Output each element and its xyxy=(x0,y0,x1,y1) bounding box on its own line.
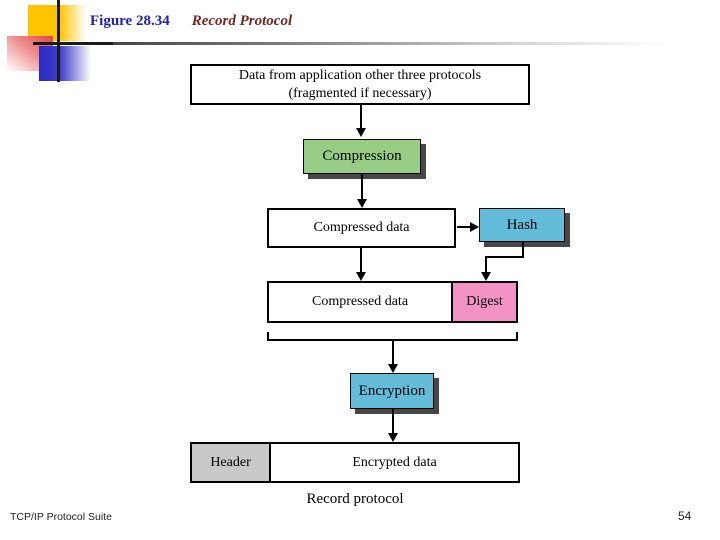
compressed-data2-label: Compressed data xyxy=(312,294,409,309)
compression-label: Compression xyxy=(322,148,402,164)
figure-label: Figure 28.34 xyxy=(90,13,170,29)
footer-book-title: TCP/IP Protocol Suite xyxy=(10,511,112,523)
app-data-line1: Data from application other three protoc… xyxy=(238,67,482,83)
compressed-digest-box: Compressed data Digest xyxy=(267,281,518,323)
encryption-label: Encryption xyxy=(358,382,426,399)
arrow-compressed-to-hash-line xyxy=(457,226,470,228)
digest-label: Digest xyxy=(466,294,503,309)
slide-title: Figure 28.34 Record Protocol xyxy=(90,13,292,30)
record-protocol-caption: Record protocol xyxy=(306,491,404,507)
gather-bracket xyxy=(267,332,518,341)
arrow-compressed-to-hash-head xyxy=(470,222,479,232)
hash-to-digest-head xyxy=(481,272,491,281)
digest-segment: Digest xyxy=(451,283,516,321)
hash-to-digest-segment1 xyxy=(522,242,524,258)
arrow-compression-to-compressed-head xyxy=(357,199,367,208)
page-number: 54 xyxy=(678,509,692,523)
encrypted-data-label: Encrypted data xyxy=(352,454,437,470)
encrypted-data-segment: Encrypted data xyxy=(269,444,518,481)
arrow-app-to-compression-head xyxy=(356,128,366,137)
compressed-data2-segment: Compressed data xyxy=(269,283,451,321)
title-rule xyxy=(33,42,670,45)
hash-to-digest-segment2 xyxy=(485,256,524,258)
figure-title: Record Protocol xyxy=(191,13,293,29)
arrow-encryption-to-record-head xyxy=(388,433,398,442)
hash-to-digest-segment3 xyxy=(485,256,487,273)
arrow-app-to-compression-line xyxy=(360,105,362,128)
app-data-box-text: Data from application other three protoc… xyxy=(239,67,481,103)
compression-box: Compression xyxy=(303,139,421,174)
hash-label: Hash xyxy=(506,216,538,233)
arrow-compressed-to-compressed2-line xyxy=(360,248,362,272)
compressed-data-label: Compressed data xyxy=(313,220,410,235)
arrow-compression-to-compressed-line xyxy=(361,174,363,199)
arrow-encryption-to-record-line xyxy=(392,409,394,433)
hash-box: Hash xyxy=(479,208,565,242)
arrow-bracket-to-encryption-line xyxy=(392,341,394,364)
app-data-box: Data from application other three protoc… xyxy=(190,64,530,105)
decoration-cross-horizontal-line xyxy=(33,42,113,45)
encryption-box: Encryption xyxy=(350,373,434,409)
app-data-line2: (fragmented if necessary) xyxy=(288,85,432,101)
arrow-bracket-to-encryption-head xyxy=(388,364,398,373)
record-box: Header Encrypted data xyxy=(190,442,520,483)
header-segment: Header xyxy=(192,444,270,481)
decoration-blue-square xyxy=(39,46,91,81)
decoration-cross-vertical-line xyxy=(57,0,60,82)
arrow-compressed-to-compressed2-head xyxy=(356,272,366,281)
compressed-data-box: Compressed data xyxy=(267,208,456,248)
header-label: Header xyxy=(210,454,251,470)
